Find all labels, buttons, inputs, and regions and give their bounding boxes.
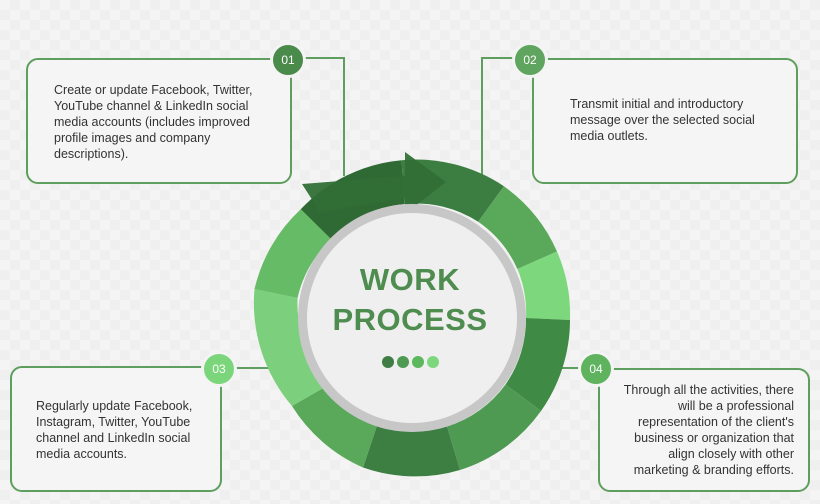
- step-badge-01: 01: [270, 42, 306, 78]
- ring-segment-4: [517, 251, 571, 320]
- process-ring: [253, 159, 571, 477]
- step-card-01: Create or update Facebook, Twitter, YouT…: [26, 58, 292, 184]
- ring-segment-10: [254, 209, 332, 298]
- step-card-04: Through all the activities, there will b…: [598, 368, 810, 492]
- step-text-01: Create or update Facebook, Twitter, YouT…: [54, 83, 253, 161]
- ring-segment-5: [505, 318, 570, 411]
- center-title-line2: PROCESS: [332, 302, 488, 337]
- process-arrow-icon: [302, 152, 446, 214]
- connector-02: [481, 57, 516, 178]
- indicator-dot-4: [427, 356, 439, 368]
- ring-segment-8: [292, 383, 377, 468]
- step-text-02: Transmit initial and introductory messag…: [570, 97, 755, 143]
- step-badge-03: 03: [201, 351, 237, 387]
- step-badge-02: 02: [512, 42, 548, 78]
- ring-segment-9: [253, 289, 331, 406]
- step-card-03: Regularly update Facebook, Instagram, Tw…: [10, 366, 222, 492]
- connector-01: [302, 57, 345, 176]
- indicator-dot-3: [412, 356, 424, 368]
- ring-segment-3: [478, 186, 557, 269]
- indicator-dot-1: [382, 356, 394, 368]
- step-card-02: Transmit initial and introductory messag…: [532, 58, 798, 184]
- step-badge-04: 04: [578, 351, 614, 387]
- step-text-03: Regularly update Facebook, Instagram, Tw…: [36, 399, 193, 461]
- step-text-04: Through all the activities, there will b…: [623, 383, 794, 477]
- ring-segment-7: [363, 425, 460, 477]
- ring-segment-6: [447, 384, 541, 470]
- inner-disc: [307, 213, 517, 423]
- center-title-line1: WORK: [359, 262, 461, 297]
- indicator-dot-2: [397, 356, 409, 368]
